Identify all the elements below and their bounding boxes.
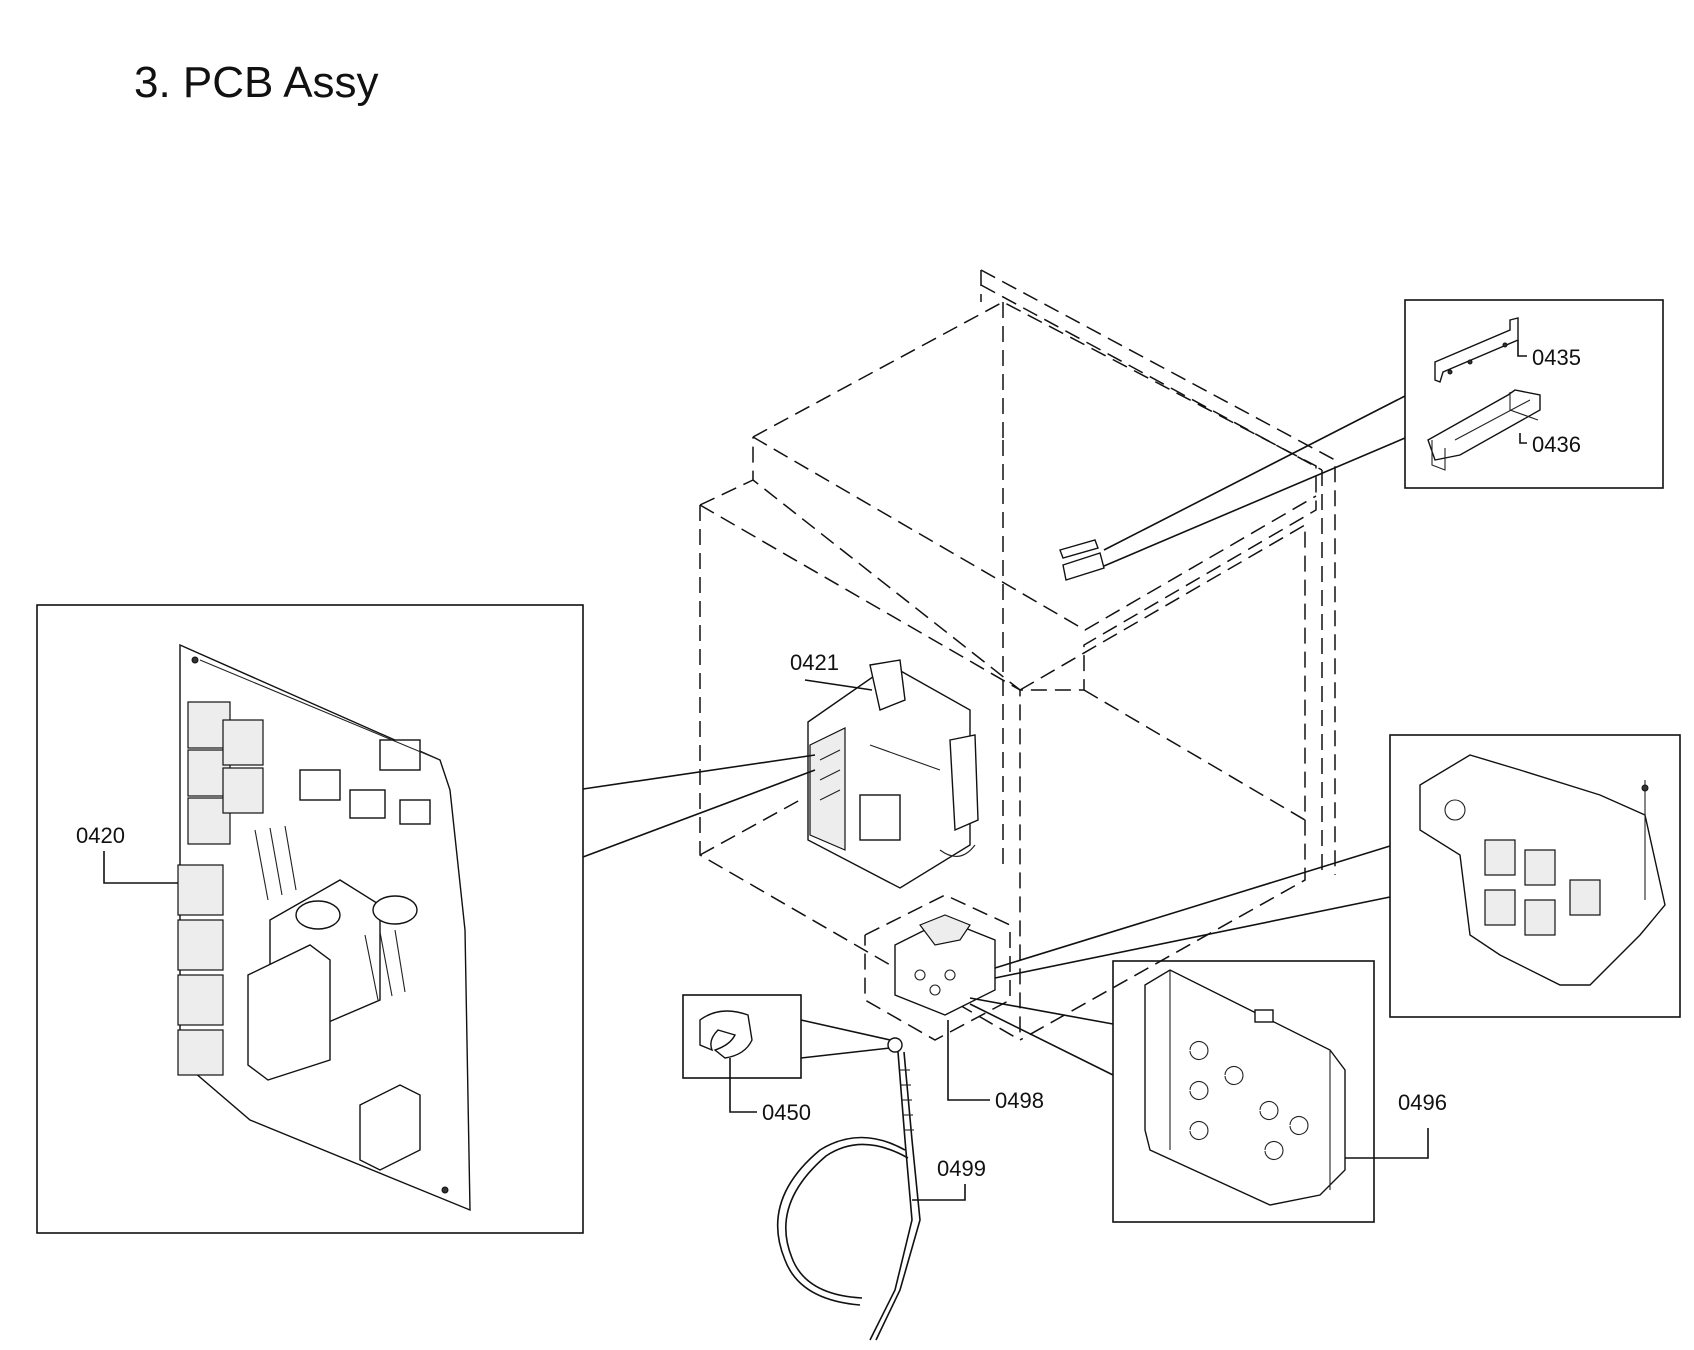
- part-label-0496: 0496: [1398, 1090, 1447, 1115]
- part-label-0436: 0436: [1532, 432, 1581, 457]
- inset-cover-0496: 0496: [1112, 960, 1447, 1223]
- page-title: 3. PCB Assy: [134, 58, 379, 107]
- connector-block-small: [1059, 395, 1406, 581]
- inset-brackets: 0435 0436: [1404, 299, 1664, 489]
- pcb-mounted: 0421: [582, 650, 979, 889]
- inset-bushing-0450: 0450: [682, 994, 891, 1125]
- power-cord: 0499: [776, 1037, 986, 1341]
- terminal-block-mounted: 0498: [894, 845, 1391, 1113]
- part-label-0420: 0420: [76, 823, 125, 848]
- inset-terminal-housing: [1389, 734, 1681, 1018]
- cabinet-housing: [699, 269, 1336, 1041]
- inset-pcb-0420: 0420: [36, 604, 584, 1234]
- part-label-0450: 0450: [762, 1100, 811, 1125]
- part-label-0435: 0435: [1532, 345, 1581, 370]
- part-label-0499: 0499: [937, 1156, 986, 1181]
- part-label-0498: 0498: [995, 1088, 1044, 1113]
- part-label-0421: 0421: [790, 650, 839, 675]
